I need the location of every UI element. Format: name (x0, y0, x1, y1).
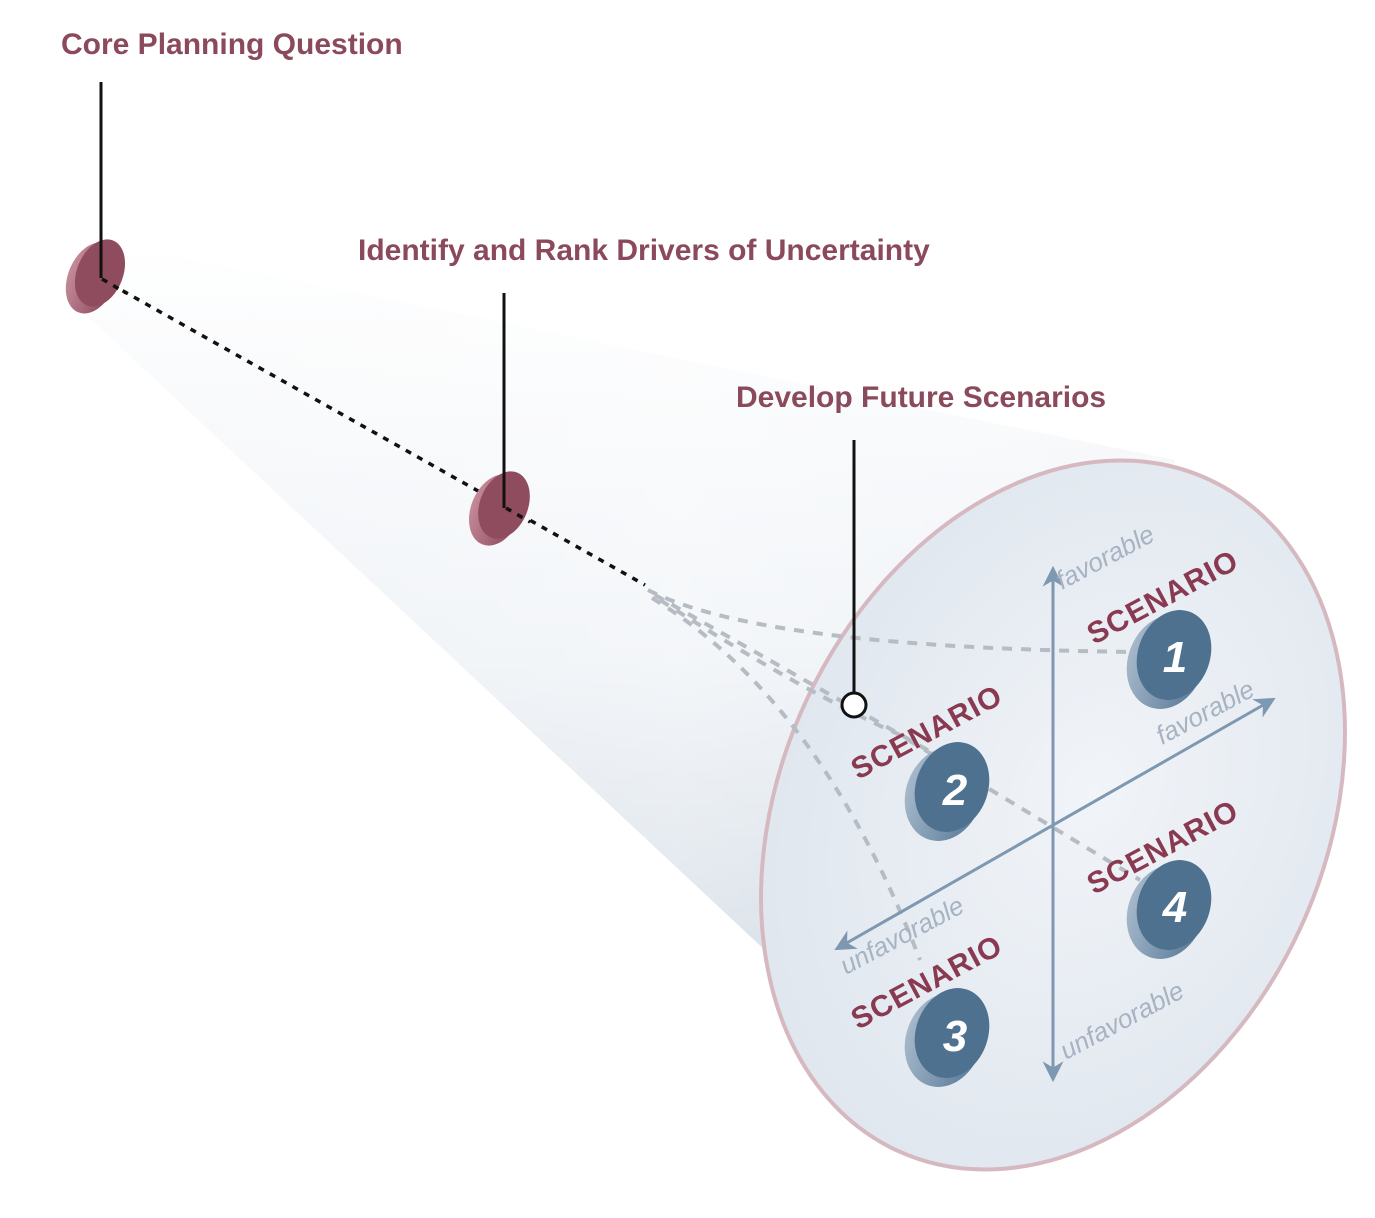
core-dotted-path (99, 276, 646, 587)
core-dotted-path-overlay (101, 277, 531, 524)
connector-scenario-4 (658, 598, 1142, 882)
scenario-4-number: 4 (1162, 883, 1187, 932)
axes (834, 565, 1276, 1083)
scenario-2-badge: 2 (904, 742, 990, 841)
step-label-scenarios: Develop Future Scenarios (736, 381, 1106, 414)
step-label-core-question: Core Planning Question (61, 28, 403, 61)
scenario-2-number: 2 (942, 766, 968, 815)
scenario-1-badge: 1 (1126, 610, 1212, 709)
step-label-drivers: Identify and Rank Drivers of Uncertainty (358, 234, 930, 267)
callout-lines (99, 82, 856, 692)
scenario-3-number: 3 (943, 1012, 967, 1061)
connector-scenario-1 (647, 588, 1141, 654)
scenario-3-badge: 3 (904, 988, 990, 1087)
scenario-4-badge: 4 (1126, 860, 1212, 959)
horizontal-axis (834, 697, 1276, 951)
scenarios-callout-marker (840, 691, 868, 719)
scenario-1-number: 1 (1163, 633, 1187, 682)
